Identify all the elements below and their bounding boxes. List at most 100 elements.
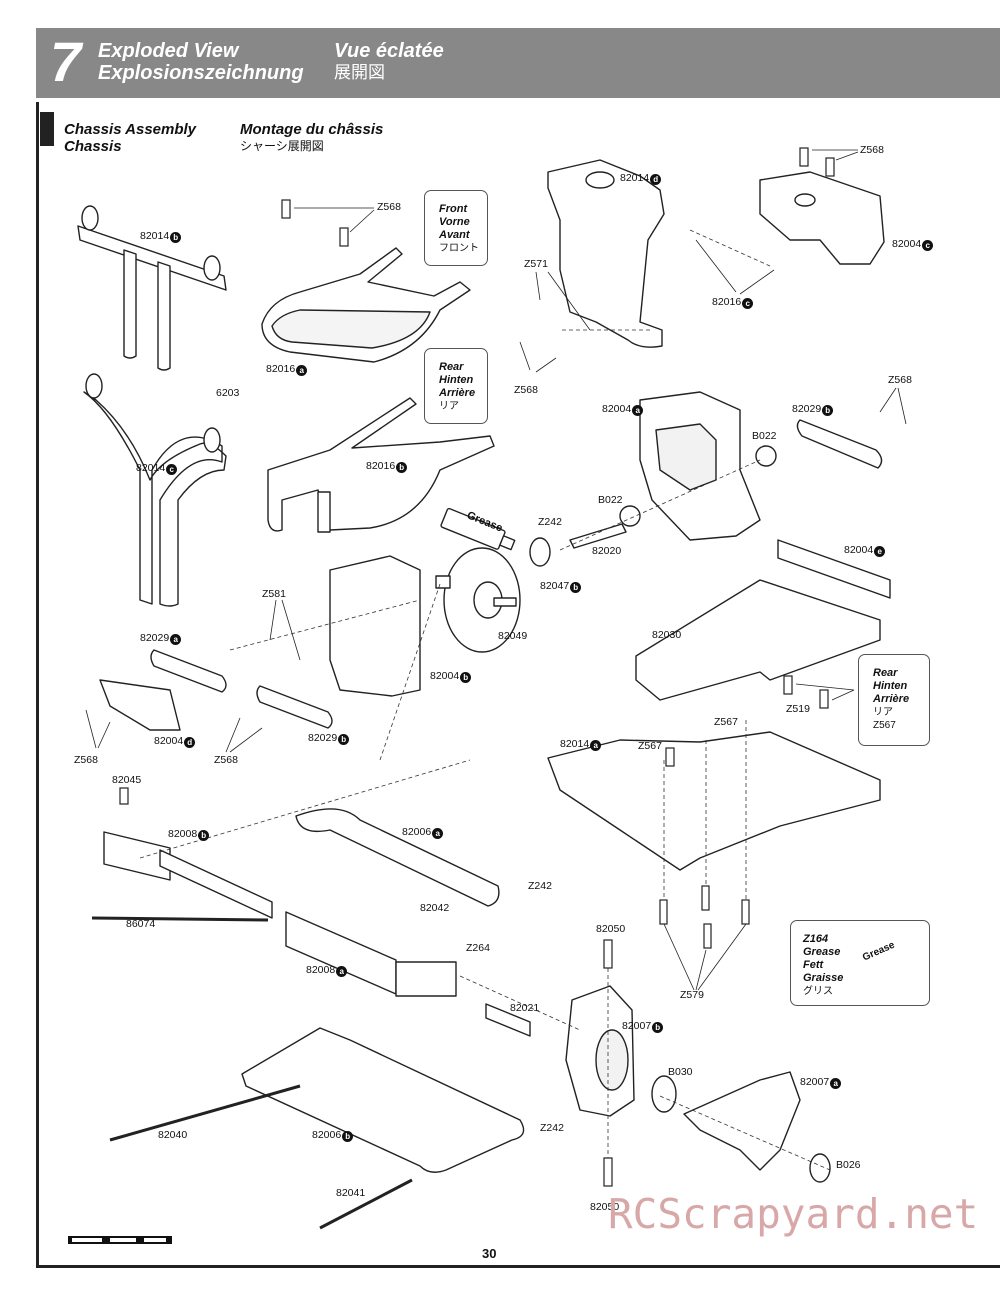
part-number: Z571 xyxy=(524,258,548,270)
part-number: 82040 xyxy=(158,1129,188,1141)
rear-screw-part: Z567 xyxy=(873,720,896,731)
part-number: 82029 xyxy=(792,403,822,415)
front-de: Vorne xyxy=(439,216,470,228)
part-number: 82004 xyxy=(430,670,460,682)
bearing-b026 xyxy=(809,1153,831,1183)
part-number: 82030 xyxy=(652,629,682,641)
part-label-82050: 82050 xyxy=(590,1201,619,1213)
differential xyxy=(435,547,521,653)
part-number: Z242 xyxy=(540,1122,564,1134)
part-number: Z568 xyxy=(214,754,238,766)
part-number: Z568 xyxy=(888,374,912,386)
part-number: 82004 xyxy=(892,238,922,250)
page-number: 30 xyxy=(482,1246,497,1261)
part-number: B022 xyxy=(598,494,623,506)
part-label-b030: B030 xyxy=(668,1066,693,1078)
variant-badge: b xyxy=(822,405,834,416)
screw-82050-b xyxy=(603,1157,613,1187)
hpi-logo xyxy=(68,1234,178,1261)
screw-z519 xyxy=(783,675,793,695)
front-bulkhead-block xyxy=(759,171,885,265)
part-number: Z568 xyxy=(377,201,401,213)
screw-z567-b xyxy=(819,689,829,709)
rear-plate-a xyxy=(150,649,227,693)
variant-badge: b xyxy=(338,734,350,745)
section-title-ja: シャーシ展開図 xyxy=(240,139,324,153)
part-label-b022: B022 xyxy=(598,494,623,506)
rear-mount-block xyxy=(99,679,181,731)
part-label-z581: Z581 xyxy=(262,588,286,600)
gearbox-rear-half xyxy=(329,555,421,697)
body-mount-c xyxy=(83,373,227,607)
variant-badge: b xyxy=(396,462,408,473)
grease-de: Fett xyxy=(803,959,824,971)
front-fr: Avant xyxy=(439,229,470,241)
hpi-logo-mark xyxy=(68,1236,172,1244)
part-label-b026: B026 xyxy=(836,1159,861,1171)
part-label-z568: Z568 xyxy=(214,754,238,766)
part-label-82021: 82021 xyxy=(510,1002,539,1014)
cvd-shaft-b xyxy=(103,831,171,881)
part-label-z242: Z242 xyxy=(538,516,562,528)
screws xyxy=(119,147,835,1187)
part-number: 82004 xyxy=(602,403,632,415)
title-ja: 展開図 xyxy=(334,63,385,83)
variant-badge: b xyxy=(198,830,210,841)
part-number: Z568 xyxy=(74,754,98,766)
part-number: 82050 xyxy=(590,1201,620,1213)
watermark: RCScrapyard.net xyxy=(608,1190,979,1238)
chassis-brace xyxy=(777,539,891,599)
part-label-82045: 82045 xyxy=(112,774,141,786)
pin-82041 xyxy=(319,1178,413,1230)
screw-z568-c xyxy=(799,147,809,167)
part-label-z568: Z568 xyxy=(860,144,884,156)
part-number: Z567 xyxy=(714,716,738,728)
rear-screw-ja: リア xyxy=(873,707,893,718)
variant-badge: a xyxy=(830,1078,842,1089)
pinion-gear xyxy=(529,537,551,567)
rear-plate-b xyxy=(256,685,333,729)
variant-badge: c xyxy=(742,298,754,309)
variant-badge: a xyxy=(432,828,444,839)
screw-z568-b xyxy=(339,227,349,247)
spline-shaft xyxy=(159,849,273,919)
part-number: 82049 xyxy=(498,630,528,642)
rear-en: Rear xyxy=(439,361,464,373)
part-label-6203: 6203 xyxy=(216,387,239,399)
rear-box: Rear Hinten Arrière リア xyxy=(424,348,488,424)
part-number: 82004 xyxy=(154,735,184,747)
part-number: Z242 xyxy=(528,880,552,892)
part-number: B022 xyxy=(752,430,777,442)
part-label-82040: 82040 xyxy=(158,1129,187,1141)
front-en: Front xyxy=(439,203,468,215)
part-label-z519: Z519 xyxy=(786,703,810,715)
variant-badge: a xyxy=(590,740,602,751)
grease-box: Z164 Grease Fett Graisse グリス xyxy=(790,920,930,1006)
variant-badge: c xyxy=(922,240,934,251)
part-label-82049: 82049 xyxy=(498,630,527,642)
front-ja: フロント xyxy=(439,243,479,254)
bearing-b022-b xyxy=(755,445,777,467)
part-number: 82016 xyxy=(366,460,396,472)
variant-badge: d xyxy=(650,174,662,185)
part-number: 82006 xyxy=(312,1129,342,1141)
section-title-de: Chassis xyxy=(64,138,122,155)
screw-z579-a xyxy=(659,899,668,925)
part-number: B030 xyxy=(668,1066,693,1078)
variant-badge: d xyxy=(184,737,196,748)
screw-82045 xyxy=(119,787,129,805)
part-number: 82020 xyxy=(592,545,622,557)
part-label-z568: Z568 xyxy=(377,201,401,213)
part-label-82020: 82020 xyxy=(592,545,621,557)
part-label-b022: B022 xyxy=(752,430,777,442)
grease-code: Z164 xyxy=(803,933,829,945)
